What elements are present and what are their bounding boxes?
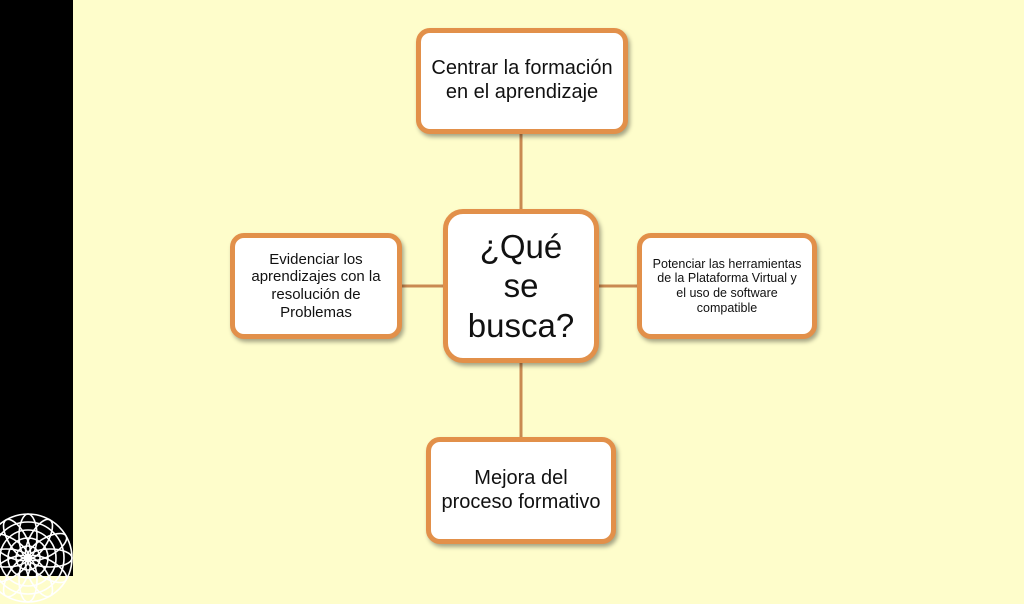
center-node: ¿Qué se busca? <box>443 209 599 363</box>
node-bottom-text: Mejora del proceso formativo <box>441 466 601 513</box>
node-top-text: Centrar la formación en el aprendizaje <box>431 57 613 103</box>
node-top: Centrar la formación en el aprendizaje <box>416 28 628 134</box>
connectors <box>402 134 637 437</box>
node-bottom: Mejora del proceso formativo <box>426 437 616 544</box>
node-right: Potenciar las herramientas de la Platafo… <box>637 233 817 339</box>
node-left-text: Evidenciar los aprendizajes con la resol… <box>251 250 381 321</box>
node-left: Evidenciar los aprendizajes con la resol… <box>230 233 402 339</box>
center-node-text: ¿Qué se busca? <box>467 227 575 344</box>
side-bar <box>0 0 73 603</box>
node-right-text: Potenciar las herramientas de la Platafo… <box>652 256 802 315</box>
